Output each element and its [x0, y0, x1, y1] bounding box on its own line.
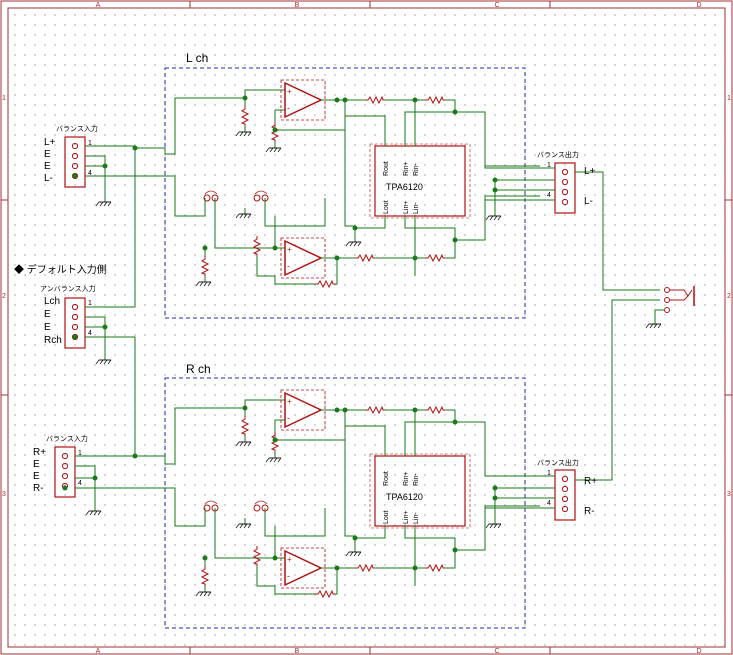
l-out-signal-l-minus: L-	[584, 196, 593, 207]
r-balance-input-label: バランス入力	[46, 434, 88, 443]
col-label-d-bottom: D	[696, 648, 701, 655]
row-label-3-right: 3	[727, 491, 731, 498]
l-in-pin4: 4	[88, 170, 92, 177]
row-label-3-left: 3	[2, 491, 6, 498]
r-in-signal-r-plus: R+	[33, 447, 46, 458]
l-in-signal-l-minus: L-	[44, 173, 53, 184]
l-out-pin4: 4	[547, 192, 551, 199]
rch-ic-pin-rout: Rout	[383, 471, 390, 486]
lch-block	[164, 67, 526, 319]
lch-ic-pin-rin-minus: Rin-	[413, 162, 420, 176]
lch-ic-pin-rout: Rout	[383, 161, 390, 176]
r-in-signal-r-minus: R-	[33, 483, 44, 494]
unbal-in-pin1: 1	[88, 300, 92, 307]
col-label-c-top: C	[494, 2, 499, 9]
r-out-pin4: 4	[547, 500, 551, 507]
unbal-in-signal-rch: Rch	[44, 335, 62, 346]
col-label-a-bottom: A	[96, 648, 101, 655]
l-balance-output-connector	[484, 156, 660, 291]
row-label-2-left: 2	[2, 293, 6, 300]
r-out-pin1: 1	[547, 470, 551, 477]
lch-ic: Rout Rin+ Rin- TPA6120 Lout Lin+ Lin-	[383, 161, 423, 214]
rch-ic-pin-rin-minus: Rin-	[413, 472, 420, 486]
r-out-signal-r-plus: R+	[584, 476, 597, 487]
r-in-pin4: 4	[78, 480, 82, 487]
r-in-signal-e2: E	[33, 471, 40, 482]
l-out-pin1: 1	[547, 162, 551, 169]
unbalance-input-connector	[64, 146, 136, 456]
lch-title: L ch	[186, 51, 208, 65]
col-label-d-top: D	[696, 2, 701, 9]
col-label-a-top: A	[96, 2, 101, 9]
unbalance-input-label: アンバランス入力	[40, 284, 96, 293]
col-label-b-bottom: B	[295, 648, 300, 655]
col-label-c-bottom: C	[494, 648, 499, 655]
unbal-in-signal-e2: E	[44, 322, 51, 333]
l-out-signal-l-plus: L+	[584, 166, 596, 177]
r-in-signal-e1: E	[33, 459, 40, 470]
lch-ic-pin-rin-plus: Rin+	[403, 161, 410, 176]
l-in-signal-e2: E	[44, 161, 51, 172]
rch-ic: Rout Rin+ Rin- TPA6120 Lout Lin+ Lin-	[383, 471, 423, 524]
r-out-signal-r-minus: R-	[584, 506, 595, 517]
row-label-1-right: 1	[727, 95, 731, 102]
l-balance-output-label: バランス出力	[537, 150, 579, 159]
rch-ic-pin-lout: Lout	[383, 510, 390, 524]
rch-ic-pin-lin-minus: Lin-	[413, 512, 420, 524]
unbal-in-signal-e1: E	[44, 309, 51, 320]
row-label-2-right: 2	[727, 293, 731, 300]
unbal-in-signal-lch: Lch	[44, 296, 60, 307]
rch-block	[164, 377, 526, 629]
r-balance-input-connector	[54, 446, 190, 527]
col-label-b-top: B	[295, 2, 300, 9]
lch-ic-pin-lin-plus: Lin+	[403, 201, 410, 214]
l-in-pin1: 1	[88, 140, 92, 147]
default-input-note: ◆ デフォルト入力側	[14, 263, 107, 276]
lch-ic-name: TPA6120	[386, 182, 423, 192]
rch-ic-name: TPA6120	[386, 492, 423, 502]
rch-title: R ch	[186, 362, 211, 376]
r-in-pin1: 1	[78, 450, 82, 457]
rch-ic-pin-rin-plus: Rin+	[403, 471, 410, 486]
headphone-jack-icon	[645, 286, 695, 329]
lch-ic-pin-lout: Lout	[383, 200, 390, 214]
row-label-1-left: 1	[2, 95, 6, 102]
l-balance-input-label: バランス入力	[56, 124, 98, 133]
l-in-signal-e1: E	[44, 149, 51, 160]
unbal-in-pin4: 4	[88, 330, 92, 337]
lch-ic-pin-lin-minus: Lin-	[413, 202, 420, 214]
r-balance-output-label: バランス出力	[537, 458, 579, 467]
rch-ic-pin-lin-plus: Lin+	[403, 511, 410, 524]
l-in-signal-l-plus: L+	[44, 137, 56, 148]
r-balance-output-connector	[484, 299, 660, 529]
